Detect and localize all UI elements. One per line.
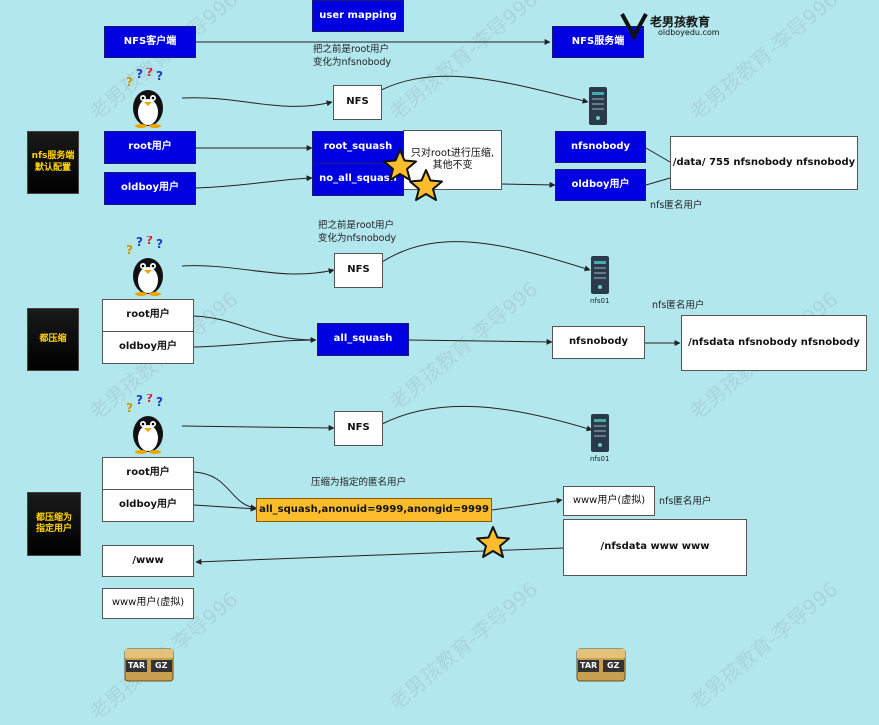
logo-text: 老男孩教育 — [650, 15, 711, 29]
archive-label-right: GZ — [607, 661, 620, 670]
server-icon — [590, 255, 610, 295]
svg-text:?: ? — [146, 68, 153, 79]
server-name: nfs01 — [590, 297, 610, 305]
server-icon — [590, 413, 610, 453]
user-mapping-box: user mapping — [312, 0, 404, 32]
archive-label-right: GZ — [155, 661, 168, 670]
svg-text:?: ? — [146, 394, 153, 405]
root-squash-box: root_squash — [312, 131, 404, 164]
logo: 老男孩教育 oldboyedu.com — [620, 12, 730, 42]
data-dir-box: /data/ 755 nfsnobody nfsnobody — [670, 136, 858, 190]
archive-label-left: TAR — [128, 661, 146, 670]
anon-user-label: nfs匿名用户 — [652, 300, 705, 311]
nfs-client-box: NFS客户端 — [104, 26, 196, 58]
nfs-box: NFS — [333, 85, 382, 120]
svg-text:?: ? — [156, 69, 163, 83]
header-note-line1: 把之前是root用户 — [313, 44, 390, 55]
svg-text:?: ? — [126, 75, 133, 89]
svg-text:?: ? — [136, 236, 143, 249]
nfs-server-box: NFS服务端 — [552, 26, 644, 58]
squash-note: 压缩为指定的匿名用户 — [311, 477, 407, 488]
server-icon — [588, 86, 608, 126]
star-icon — [408, 168, 444, 206]
nfsnobody-box: nfsnobody — [552, 326, 645, 359]
svg-text:?: ? — [126, 401, 133, 415]
header-note-line2: 变化为nfsnobody — [313, 57, 392, 68]
star-icon — [382, 148, 418, 186]
connector-lines — [181, 39, 681, 565]
no-all-squash-box: no_all_squash — [312, 163, 404, 196]
svg-text:?: ? — [136, 394, 143, 407]
penguin-question-icon: ? ? ? ? — [124, 391, 174, 454]
tar-gz-archive-icon: TAR GZ — [124, 645, 174, 687]
penguin-question-icon: ? ? ? ? — [124, 233, 174, 296]
oldboy-user-box: oldboy用户 — [102, 489, 194, 522]
logo-mark-icon — [620, 13, 648, 40]
penguin-question-icon: ? ? ? ? — [124, 65, 174, 128]
svg-text:?: ? — [156, 395, 163, 409]
root-user-box: root用户 — [104, 131, 196, 164]
svg-text:?: ? — [146, 236, 153, 247]
section2-note-line1: 把之前是root用户 — [318, 220, 395, 231]
oldboy-user-box: oldboy用户 — [104, 172, 196, 205]
star-icon — [475, 525, 511, 563]
oldboy-user-box: oldboy用户 — [102, 331, 194, 364]
oldboy-user-server-box: oldboy用户 — [555, 169, 646, 201]
section3-label: 都压缩为 指定用户 — [27, 492, 81, 556]
nfs-box: NFS — [334, 253, 383, 288]
anon-user-label: nfs匿名用户 — [650, 200, 703, 211]
server-name: nfs01 — [590, 455, 610, 463]
nfsnobody-server-box: nfsnobody — [555, 131, 646, 163]
section2-note-line2: 变化为nfsnobody — [318, 233, 397, 244]
nfsdata-dir-box: /nfsdata nfsnobody nfsnobody — [681, 315, 867, 371]
www-user-client-box: www用户(虚拟) — [102, 588, 194, 619]
section2-label: 都压缩 — [27, 308, 79, 371]
svg-text:?: ? — [126, 243, 133, 257]
archive-label-left: TAR — [580, 661, 598, 670]
squash-config-box: all_squash,anonuid=9999,anongid=9999 — [256, 498, 492, 522]
nfsdata-www-dir-box: /nfsdata www www — [563, 519, 747, 576]
anon-user-label: nfs匿名用户 — [659, 496, 712, 507]
www-dir-box: /www — [102, 545, 194, 577]
logo-url: oldboyedu.com — [658, 28, 720, 37]
section1-label: nfs服务端 默认配置 — [27, 131, 79, 194]
all-squash-box: all_squash — [317, 323, 409, 356]
root-user-box: root用户 — [102, 457, 194, 490]
svg-text:?: ? — [136, 68, 143, 81]
tar-gz-archive-icon: TAR GZ — [576, 645, 626, 687]
root-user-box: root用户 — [102, 299, 194, 332]
svg-text:?: ? — [156, 237, 163, 251]
www-user-box: www用户(虚拟) — [563, 486, 655, 516]
nfs-box: NFS — [334, 411, 383, 446]
